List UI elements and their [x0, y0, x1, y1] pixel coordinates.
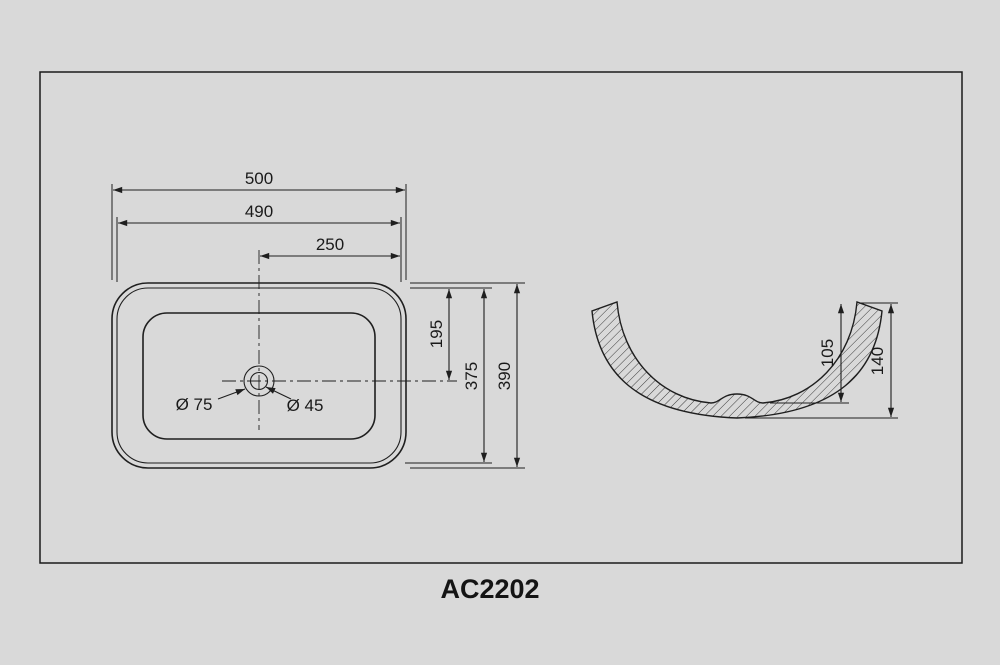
dim-overall-depth: 390 — [495, 284, 521, 467]
side-view: 105 140 — [591, 301, 898, 419]
dim-inner-depth-label: 375 — [462, 362, 481, 390]
dim-center-to-top-label: 195 — [427, 320, 446, 348]
dim-center-to-edge: 250 — [260, 235, 400, 260]
drain-hole-diameter-label: Ø 45 — [287, 396, 324, 415]
dim-overall-width: 500 — [113, 169, 405, 194]
dim-inner-width-label: 490 — [245, 202, 273, 221]
dim-inner-width: 490 — [118, 202, 400, 227]
dim-basin-depth-label: 105 — [818, 339, 837, 367]
dim-basin-depth: 105 — [818, 304, 845, 402]
dim-overall-height-label: 140 — [868, 347, 887, 375]
bowl-wall-section — [591, 301, 883, 419]
callout-drain-hole: Ø 45 — [265, 386, 324, 415]
dim-center-to-edge-label: 250 — [316, 235, 344, 254]
top-view: 500 490 250 195 375 390 Ø — [111, 169, 525, 469]
dim-overall-width-label: 500 — [245, 169, 273, 188]
dim-overall-depth-label: 390 — [495, 362, 514, 390]
model-label: AC2202 — [440, 574, 539, 604]
drain-outer-diameter-label: Ø 75 — [176, 395, 213, 414]
callout-drain-outer: Ø 75 — [176, 388, 246, 414]
dim-center-to-top: 195 — [427, 289, 453, 380]
dim-overall-height: 140 — [868, 304, 895, 417]
sheet-border — [39, 71, 963, 564]
dim-inner-depth: 375 — [462, 289, 488, 462]
